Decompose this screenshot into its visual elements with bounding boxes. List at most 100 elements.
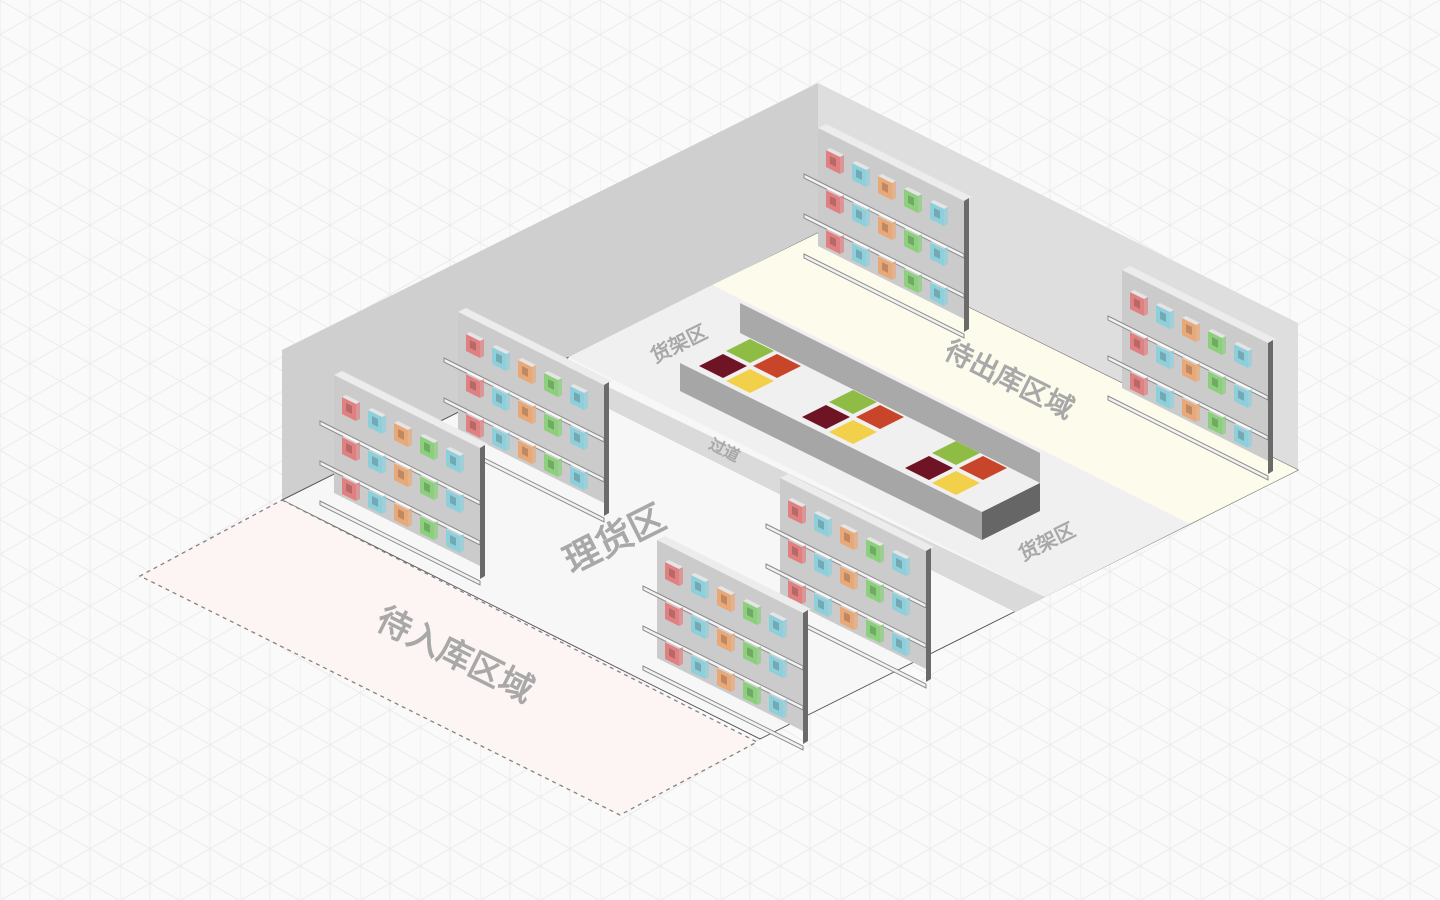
- box: [691, 613, 709, 639]
- box: [717, 626, 735, 652]
- box: [904, 267, 922, 293]
- table-end: [982, 483, 1040, 540]
- tile-group: [905, 441, 1007, 495]
- box: [518, 398, 536, 424]
- box: [420, 434, 438, 460]
- box: [570, 424, 588, 450]
- box: [466, 332, 484, 358]
- box: [665, 560, 683, 586]
- box: [930, 200, 948, 226]
- box: [1182, 356, 1200, 382]
- box: [769, 612, 787, 638]
- box: [1208, 409, 1226, 435]
- box: [394, 461, 412, 487]
- box: [866, 537, 884, 563]
- box: [1234, 342, 1252, 368]
- box: [446, 447, 464, 473]
- box: [368, 408, 386, 434]
- shelf-unit: [642, 536, 811, 751]
- box: [466, 372, 484, 398]
- box: [743, 639, 761, 665]
- box: [518, 438, 536, 464]
- box: [788, 538, 806, 564]
- box: [826, 148, 844, 174]
- tile-green: [829, 390, 877, 414]
- box: [1234, 382, 1252, 408]
- box: [544, 411, 562, 437]
- shelf-board: [319, 500, 481, 586]
- tile-dark-red: [905, 456, 953, 480]
- box: [814, 591, 832, 617]
- box: [1182, 396, 1200, 422]
- shelf-top: [458, 308, 612, 385]
- box: [394, 421, 412, 447]
- left-wall: [282, 83, 818, 500]
- box: [492, 385, 510, 411]
- box: [892, 630, 910, 656]
- box: [665, 640, 683, 666]
- box: [1208, 369, 1226, 395]
- box: [892, 590, 910, 616]
- shelf-top: [818, 124, 972, 201]
- shelf-unit: [319, 371, 488, 586]
- shelf-top: [657, 536, 811, 613]
- box: [769, 692, 787, 718]
- shelf-unit: [803, 124, 972, 339]
- shelf-post: [1268, 340, 1273, 474]
- tile-green: [932, 441, 980, 465]
- box: [717, 666, 735, 692]
- box: [570, 384, 588, 410]
- box: [1182, 316, 1200, 342]
- box: [342, 435, 360, 461]
- box: [1130, 370, 1148, 396]
- shelf-post: [480, 445, 485, 579]
- tile-group: [802, 390, 904, 444]
- box: [878, 174, 896, 200]
- tile-yellow: [932, 471, 980, 495]
- box: [1156, 303, 1174, 329]
- box: [892, 550, 910, 576]
- box: [878, 214, 896, 240]
- tile-orange: [959, 456, 1007, 480]
- box: [840, 564, 858, 590]
- table-back-panel: [740, 303, 1040, 483]
- box: [930, 240, 948, 266]
- box: [717, 586, 735, 612]
- table-front: [680, 363, 982, 540]
- box: [665, 600, 683, 626]
- tile-group: [699, 339, 801, 393]
- box: [1208, 329, 1226, 355]
- outbound-zone: [712, 233, 1298, 524]
- tile-orange: [753, 354, 801, 378]
- box: [814, 511, 832, 537]
- box: [394, 501, 412, 527]
- box: [826, 188, 844, 214]
- shelf-post: [964, 198, 969, 332]
- shelf-top: [780, 474, 934, 551]
- shelf-top: [1122, 266, 1276, 343]
- box: [492, 345, 510, 371]
- box: [852, 241, 870, 267]
- box: [840, 604, 858, 630]
- box: [691, 653, 709, 679]
- tile-orange: [856, 405, 904, 429]
- box: [544, 371, 562, 397]
- box: [1130, 330, 1148, 356]
- box: [878, 254, 896, 280]
- box: [840, 524, 858, 550]
- shelf-board: [1107, 395, 1269, 481]
- box: [814, 551, 832, 577]
- box: [788, 498, 806, 524]
- box: [342, 395, 360, 421]
- box: [544, 451, 562, 477]
- box: [518, 358, 536, 384]
- shelf-unit: [1107, 266, 1276, 481]
- box: [1234, 422, 1252, 448]
- box: [368, 448, 386, 474]
- box: [866, 617, 884, 643]
- box: [570, 464, 588, 490]
- box: [743, 679, 761, 705]
- box: [492, 425, 510, 451]
- tile-yellow: [726, 369, 774, 393]
